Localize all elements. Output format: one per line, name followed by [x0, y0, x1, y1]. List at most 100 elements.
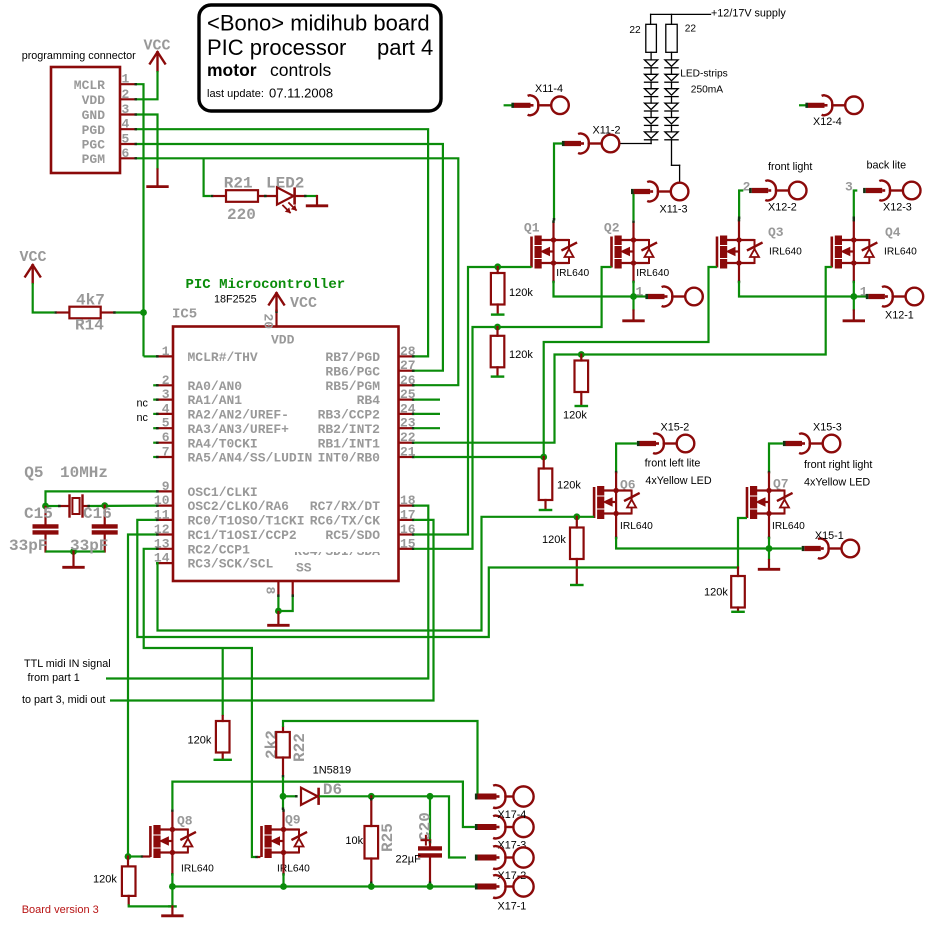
svg-text:<Bono> midihub board: <Bono> midihub board — [207, 11, 430, 36]
svg-text:C20: C20 — [417, 812, 435, 841]
svg-text:22µF: 22µF — [396, 854, 422, 866]
svg-text:C16: C16 — [83, 505, 112, 523]
svg-text:120k: 120k — [188, 735, 212, 747]
svg-text:IRL640: IRL640 — [620, 521, 653, 532]
svg-text:3: 3 — [122, 102, 130, 117]
svg-text:2: 2 — [122, 87, 130, 102]
svg-text:Q1: Q1 — [524, 221, 540, 236]
svg-text:1: 1 — [636, 285, 644, 300]
svg-text:1: 1 — [122, 72, 130, 87]
svg-text:22: 22 — [685, 24, 697, 35]
svg-text:Q6: Q6 — [620, 478, 636, 493]
svg-text:RC3/SCK/SCL: RC3/SCK/SCL — [188, 557, 274, 572]
svg-text:120k: 120k — [93, 874, 117, 886]
svg-text:IRL640: IRL640 — [181, 864, 214, 875]
svg-text:X12-2: X12-2 — [768, 202, 797, 214]
svg-text:Q9: Q9 — [285, 813, 301, 828]
svg-text:RA5/AN4/SS/LUDIN: RA5/AN4/SS/LUDIN — [188, 451, 313, 466]
svg-text:120k: 120k — [509, 287, 533, 299]
svg-text:front light: front light — [768, 161, 812, 173]
svg-text:RC7/RX/DT: RC7/RX/DT — [310, 499, 380, 514]
svg-text:LED2: LED2 — [266, 175, 304, 193]
svg-text:+12/17V supply: +12/17V supply — [711, 8, 786, 20]
svg-text:Q2: Q2 — [604, 221, 620, 236]
svg-text:23: 23 — [400, 416, 416, 431]
svg-text:28: 28 — [400, 344, 416, 359]
svg-text:GND: GND — [82, 108, 106, 123]
svg-text:INT0/RB0: INT0/RB0 — [318, 451, 381, 466]
svg-text:RB2/INT2: RB2/INT2 — [318, 422, 381, 437]
svg-text:3: 3 — [845, 180, 853, 195]
svg-text:RB4: RB4 — [357, 393, 381, 408]
svg-text:IRL640: IRL640 — [884, 247, 917, 258]
svg-text:C15: C15 — [24, 505, 53, 523]
svg-text:X15-1: X15-1 — [815, 530, 844, 542]
svg-text:120k: 120k — [557, 480, 581, 492]
svg-text:RB1/INT1: RB1/INT1 — [318, 436, 381, 451]
svg-text:back lite: back lite — [867, 160, 907, 172]
svg-text:D6: D6 — [323, 781, 342, 799]
svg-text:R21: R21 — [224, 175, 253, 193]
svg-text:RC1/T1OSI/CCP2: RC1/T1OSI/CCP2 — [188, 528, 297, 543]
svg-text:4: 4 — [162, 401, 170, 416]
svg-text:15: 15 — [400, 536, 416, 551]
svg-text:9: 9 — [162, 479, 170, 494]
svg-text:RB3/CCP2: RB3/CCP2 — [318, 408, 381, 423]
svg-text:X12-3: X12-3 — [883, 202, 912, 214]
svg-text:IRL640: IRL640 — [636, 268, 669, 279]
svg-text:1: 1 — [162, 344, 170, 359]
svg-text:X12-4: X12-4 — [813, 116, 842, 128]
svg-text:27: 27 — [400, 358, 416, 373]
svg-text:4: 4 — [122, 117, 130, 132]
svg-text:RA4/T0CKI: RA4/T0CKI — [188, 436, 258, 451]
svg-text:X12-1: X12-1 — [885, 310, 914, 322]
svg-text:controls: controls — [270, 60, 332, 80]
svg-text:MCLR#/THV: MCLR#/THV — [188, 350, 258, 365]
svg-text:RC6/TX/CK: RC6/TX/CK — [310, 514, 380, 529]
svg-text:120k: 120k — [563, 410, 587, 422]
svg-text:16: 16 — [400, 522, 416, 537]
svg-text:22: 22 — [400, 430, 416, 445]
svg-text:RA2/AN2/UREF-: RA2/AN2/UREF- — [188, 408, 289, 423]
svg-text:24: 24 — [400, 401, 416, 416]
svg-text:25: 25 — [400, 387, 416, 402]
svg-text:Q5: Q5 — [24, 464, 43, 482]
svg-text:X11-3: X11-3 — [660, 204, 688, 216]
svg-text:nc: nc — [137, 412, 149, 424]
svg-text:2k2: 2k2 — [263, 730, 281, 759]
svg-text:MCLR: MCLR — [74, 78, 105, 93]
svg-text:2: 2 — [162, 373, 170, 388]
svg-text:10MHz: 10MHz — [60, 464, 108, 482]
svg-text:5: 5 — [162, 416, 170, 431]
svg-text:Q8: Q8 — [177, 814, 193, 829]
svg-text:20: 20 — [261, 314, 276, 330]
svg-text:OSC2/CLKO/RA6: OSC2/CLKO/RA6 — [188, 499, 290, 514]
svg-text:X11-2: X11-2 — [593, 125, 621, 137]
svg-text:front right light: front right light — [804, 459, 872, 471]
svg-text:from part 1: from part 1 — [28, 672, 80, 684]
svg-text:VCC: VCC — [290, 295, 317, 312]
svg-text:07.11.2008: 07.11.2008 — [269, 86, 333, 101]
svg-text:R14: R14 — [75, 317, 104, 335]
svg-text:26: 26 — [400, 373, 416, 388]
svg-text:VCC: VCC — [20, 249, 47, 266]
svg-text:LED-strips: LED-strips — [680, 69, 728, 80]
svg-text:RA3/AN3/UREF+: RA3/AN3/UREF+ — [188, 422, 290, 437]
svg-text:Q7: Q7 — [773, 477, 789, 492]
svg-text:220: 220 — [227, 206, 256, 224]
svg-text:Q3: Q3 — [768, 225, 784, 240]
svg-text:120k: 120k — [509, 349, 533, 361]
svg-text:22: 22 — [629, 25, 641, 36]
svg-text:12: 12 — [154, 522, 170, 537]
svg-text:last update:: last update: — [207, 88, 264, 100]
svg-text:18F2525: 18F2525 — [214, 294, 257, 306]
svg-text:13: 13 — [154, 536, 170, 551]
svg-text:1N5819: 1N5819 — [313, 765, 352, 777]
svg-text:X17-4: X17-4 — [498, 809, 527, 821]
svg-text:RC5/SDO: RC5/SDO — [325, 528, 380, 543]
svg-text:PIC processor: PIC processor — [207, 35, 346, 60]
svg-text:Board version 3: Board version 3 — [22, 904, 99, 916]
svg-text:IRL640: IRL640 — [772, 521, 805, 532]
svg-text:IRL640: IRL640 — [769, 247, 802, 258]
svg-text:250mA: 250mA — [691, 85, 723, 96]
